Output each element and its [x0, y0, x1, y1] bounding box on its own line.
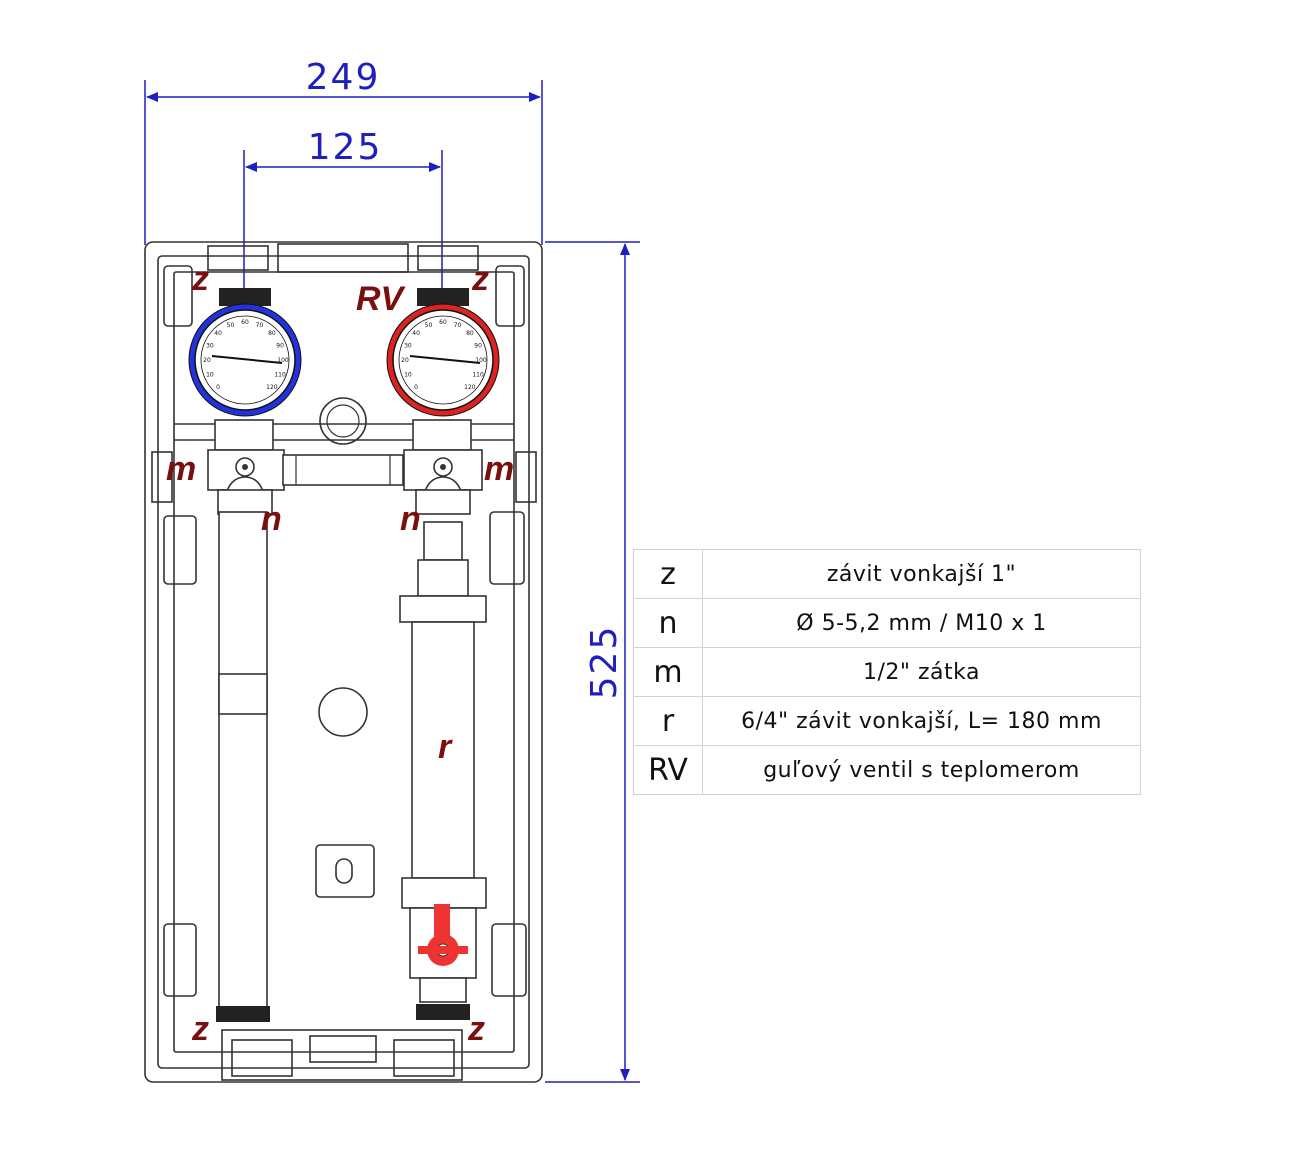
- pump-union-top: [399, 595, 487, 623]
- gauge-scale-number: 40: [412, 330, 420, 337]
- bypass-connector: [282, 454, 404, 486]
- callout-m-right: m: [484, 450, 514, 488]
- callout-z-top-right: z: [471, 260, 489, 298]
- legend-description: Ø 5-5,2 mm / M10 x 1: [702, 598, 1141, 648]
- gauge-scale-number: 120: [464, 384, 476, 391]
- thread-bottom-right: [416, 1004, 470, 1020]
- gauge-scale-number: 30: [404, 343, 412, 350]
- callout-z-bottom-right: z: [467, 1010, 485, 1048]
- gauge-scale-number: 120: [266, 384, 278, 391]
- callout-r: r: [438, 728, 453, 766]
- gauge-scale-number: 90: [276, 343, 284, 350]
- dimension-total-width: [144, 80, 543, 245]
- gauge-scale-number: 0: [414, 384, 418, 391]
- dimension-height: [545, 241, 640, 1083]
- legend-code: z: [633, 549, 703, 599]
- dimension-total-width-label: 249: [306, 57, 381, 98]
- left-pipe: [218, 511, 268, 1013]
- gauge-scale-number: 60: [241, 319, 249, 326]
- gauge-scale-number: 50: [227, 322, 235, 329]
- gauge-scale-number: 80: [268, 330, 276, 337]
- gauge-scale-number: 70: [256, 322, 264, 329]
- mounting-hole-top: [319, 397, 367, 445]
- thread-bottom-left: [216, 1006, 270, 1022]
- callout-rv: RV: [356, 280, 407, 318]
- gauge-scale-number: 30: [206, 343, 214, 350]
- callout-z-top-left: z: [191, 260, 209, 298]
- gauge-scale-number: 10: [206, 372, 214, 379]
- gauge-scale-number: 110: [472, 372, 484, 379]
- gauge-scale-number: 60: [439, 319, 447, 326]
- gauge-scale-number: 40: [214, 330, 222, 337]
- dimension-inner-width-label: 125: [308, 127, 383, 168]
- hot-gauge-needle: [409, 355, 481, 364]
- gauge-scale-number: 100: [475, 357, 487, 364]
- gauge-scale-number: 80: [466, 330, 474, 337]
- legend-code: m: [633, 647, 703, 697]
- gauge-scale-number: 100: [277, 357, 289, 364]
- gauge-scale-number: 70: [454, 322, 462, 329]
- legend-code: RV: [633, 745, 703, 795]
- legend-description: 6/4" závit vonkajší, L= 180 mm: [702, 696, 1141, 746]
- pump-body: [411, 621, 475, 879]
- gauge-scale-number: 20: [401, 357, 409, 364]
- legend-description: 1/2" zátka: [702, 647, 1141, 697]
- dimension-inner-width: [243, 150, 443, 290]
- thread-top-left: [219, 288, 271, 306]
- dimension-height-label: 525: [584, 625, 625, 700]
- gauge-scale-number: 50: [425, 322, 433, 329]
- thread-top-right: [417, 288, 469, 306]
- callout-m-left: m: [166, 450, 196, 488]
- legend-code: r: [633, 696, 703, 746]
- legend-description: závit vonkajší 1": [702, 549, 1141, 599]
- gauge-scale-number: 20: [203, 357, 211, 364]
- mounting-hole-middle: [318, 687, 368, 737]
- callout-n-left: n: [261, 500, 282, 538]
- pump-union-bottom: [401, 877, 487, 909]
- gauge-scale-number: 10: [404, 372, 412, 379]
- callout-z-bottom-left: z: [191, 1010, 209, 1048]
- gauge-scale-number: 0: [216, 384, 220, 391]
- gauge-scale-number: 110: [274, 372, 286, 379]
- callout-n-right: n: [400, 500, 421, 538]
- legend-description: guľový ventil s teplomerom: [702, 745, 1141, 795]
- cold-gauge-needle: [211, 355, 283, 364]
- gauge-scale-number: 90: [474, 343, 482, 350]
- bottom-latch: [315, 844, 375, 898]
- legend-code: n: [633, 598, 703, 648]
